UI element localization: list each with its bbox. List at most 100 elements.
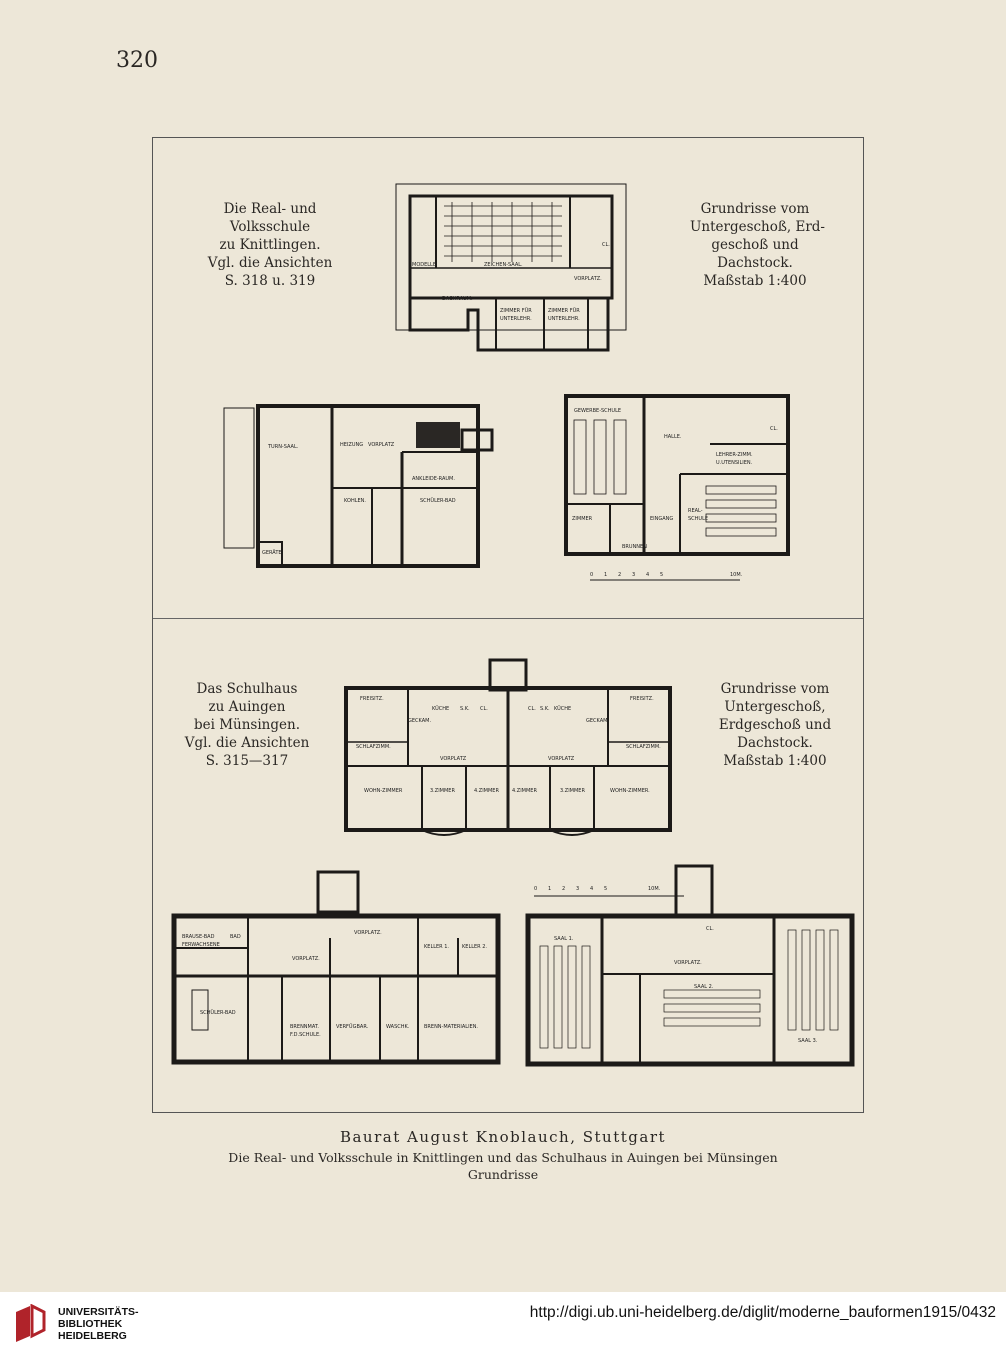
ground-label-gewerbeschule: GEWERBE-SCHULE	[574, 408, 621, 414]
svg-text:VORPLATZ: VORPLATZ	[548, 756, 575, 762]
svg-text:0: 0	[590, 572, 593, 578]
svg-text:1: 1	[548, 886, 551, 892]
svg-text:WOHN-ZIMMER.: WOHN-ZIMMER.	[610, 788, 650, 794]
svg-text:SCHLAFZIMM.: SCHLAFZIMM.	[356, 744, 391, 750]
svg-text:3: 3	[576, 886, 579, 892]
svg-text:VORPLATZ.: VORPLATZ.	[292, 956, 320, 962]
basement-label-kohlen: KOHLEN.	[344, 498, 366, 504]
basement-label-vorplatz: VORPLATZ	[368, 442, 395, 448]
knittlingen-attic-plan: MODELLE ZEICHEN-SAAL. VORPLATZ. DACHRAUM…	[395, 183, 627, 352]
ground-label-lehrerzimm: LEHRER-ZIMM.	[716, 452, 753, 458]
caption-subtitle2: Grundrisse	[467, 1167, 539, 1182]
svg-text:VORPLATZ: VORPLATZ	[440, 756, 467, 762]
svg-text:4: 4	[646, 572, 649, 578]
svg-text:FERWACHSENE: FERWACHSENE	[182, 942, 220, 948]
svg-text:4: 4	[590, 886, 593, 892]
svg-text:KELLER 2.: KELLER 2.	[462, 944, 487, 950]
caption-title: Baurat August Knoblauch, Stuttgart	[339, 1128, 667, 1146]
svg-text:GECKAM.: GECKAM.	[586, 718, 609, 724]
ground-label-brunnen: BRUNNEN	[622, 544, 647, 550]
svg-text:FREISITZ.: FREISITZ.	[360, 696, 384, 702]
attic-label-dachraum: DACHRAUM.	[442, 296, 473, 302]
svg-text:KÜCHE: KÜCHE	[554, 705, 571, 712]
ground-label-halle: HALLE.	[664, 434, 682, 440]
attic-label-vorplatz: VORPLATZ.	[574, 276, 602, 282]
svg-text:5: 5	[660, 572, 663, 578]
svg-text:SAAL 1.: SAAL 1.	[554, 936, 574, 942]
top-caption-right: Grundrisse vom Untergeschoß, Erd- gescho…	[690, 201, 825, 289]
attic-label-zimmer1a: ZIMMER FÜR	[500, 307, 532, 314]
svg-text:CL.: CL.	[480, 706, 488, 712]
ground-label-cl: CL.	[770, 426, 778, 432]
ground-label-utensilien: U.UTENSILIEN.	[716, 460, 753, 466]
basement-label-schuelerbad: SCHÜLER-BAD	[420, 497, 456, 504]
attic-label-modelle: MODELLE	[412, 262, 436, 268]
library-footer: UNIVERSITÄTS- BIBLIOTHEK HEIDELBERG http…	[0, 1292, 1006, 1364]
svg-text:S.K.: S.K.	[460, 706, 470, 712]
library-logo-text: UNIVERSITÄTS- BIBLIOTHEK HEIDELBERG	[58, 1306, 139, 1342]
svg-text:VORPLATZ.: VORPLATZ.	[354, 930, 382, 936]
svg-text:BRENNMAT.: BRENNMAT.	[290, 1024, 319, 1030]
plate-frame	[152, 137, 864, 1113]
svg-text:VERFÜGBAR.: VERFÜGBAR.	[336, 1023, 369, 1030]
svg-text:SCHÜLER-BAD: SCHÜLER-BAD	[200, 1009, 236, 1016]
attic-label-zeichensaal: ZEICHEN-SAAL.	[484, 262, 523, 268]
svg-text:2: 2	[562, 886, 565, 892]
bottom-scale-bar: 0 1 2 3 4 5 10M.	[534, 886, 684, 897]
svg-text:CL.: CL.	[706, 926, 714, 932]
svg-text:0: 0	[534, 886, 537, 892]
svg-text:F.D.SCHULE.: F.D.SCHULE.	[290, 1032, 321, 1038]
svg-text:FREISITZ.: FREISITZ.	[630, 696, 654, 702]
svg-text:3: 3	[632, 572, 635, 578]
svg-text:3.ZIMMER: 3.ZIMMER	[560, 788, 585, 794]
svg-text:WASCHK.: WASCHK.	[386, 1024, 410, 1030]
attic-label-zimmer2a: ZIMMER FÜR	[548, 307, 580, 314]
top-scale-bar: 0 1 2 3 4 5 10M.	[590, 572, 743, 581]
caption-subtitle: Die Real- und Volksschule in Knittlingen…	[228, 1150, 778, 1165]
basement-label-geraete: GERÄTE.	[262, 549, 284, 556]
svg-text:4.ZIMMER: 4.ZIMMER	[512, 788, 537, 794]
bottom-caption-right: Grundrisse vom Untergeschoß, Erdgeschoß …	[718, 681, 832, 769]
knittlingen-basement-plan: TURN-SAAL. HEIZUNG VORPLATZ ANKLEIDE-RAU…	[223, 404, 494, 568]
svg-text:10M.: 10M.	[730, 572, 743, 578]
bottom-caption-left: Das Schulhaus zu Auingen bei Münsingen. …	[184, 681, 310, 769]
svg-text:3.ZIMMER: 3.ZIMMER	[430, 788, 455, 794]
basement-label-turnsaal: TURN-SAAL.	[267, 444, 299, 450]
svg-text:KÜCHE: KÜCHE	[432, 705, 449, 712]
auingen-attic-plan: FREISITZ. KÜCHE S.K. CL. CL. S.K. KÜCHE …	[344, 658, 672, 836]
svg-text:CL.: CL.	[528, 706, 536, 712]
svg-text:4.ZIMMER: 4.ZIMMER	[474, 788, 499, 794]
source-url-link[interactable]: http://digi.ub.uni-heidelberg.de/diglit/…	[529, 1304, 996, 1321]
auingen-basement-plan: BRAUSE-BAD FERWACHSENE BAD VORPLATZ. VOR…	[171, 870, 501, 1065]
attic-label-cl: CL.	[602, 242, 610, 248]
svg-text:5: 5	[604, 886, 607, 892]
attic-label-zimmer1b: UNTERLEHR.	[500, 316, 532, 322]
svg-text:SAAL 3.: SAAL 3.	[798, 1038, 818, 1044]
auingen-ground-plan: 0 1 2 3 4 5 10M. SAAL 1. CL. VORPLATZ. S…	[525, 864, 855, 1067]
svg-text:VORPLATZ.: VORPLATZ.	[674, 960, 702, 966]
ground-label-real: REAL-	[688, 508, 703, 514]
basement-label-ankleide: ANKLEIDE-RAUM.	[412, 476, 455, 482]
library-logo-icon	[16, 1304, 46, 1342]
page-number: 320	[116, 48, 158, 73]
top-caption-left: Die Real- und Volksschule zu Knittlingen…	[207, 201, 333, 289]
svg-text:SCHLAFZIMM.: SCHLAFZIMM.	[626, 744, 661, 750]
ground-label-schule: SCHULE	[688, 516, 708, 522]
svg-text:GECKAM.: GECKAM.	[408, 718, 431, 724]
knittlingen-ground-plan: GEWERBE-SCHULE HALLE. LEHRER-ZIMM. U.UTE…	[564, 394, 790, 581]
svg-text:1: 1	[604, 572, 607, 578]
attic-label-zimmer2b: UNTERLEHR.	[548, 316, 580, 322]
svg-text:KELLER 1.: KELLER 1.	[424, 944, 449, 950]
plate-divider	[153, 618, 863, 619]
basement-label-heizung: HEIZUNG	[340, 442, 363, 448]
svg-text:BRAUSE-BAD: BRAUSE-BAD	[182, 934, 215, 940]
svg-text:SAAL 2.: SAAL 2.	[694, 984, 714, 990]
svg-text:S.K.: S.K.	[540, 706, 550, 712]
svg-text:2: 2	[618, 572, 621, 578]
svg-text:BAD: BAD	[230, 934, 241, 940]
ground-label-zimmer: ZIMMER	[572, 516, 593, 522]
svg-text:BRENN-MATERIALIEN.: BRENN-MATERIALIEN.	[424, 1024, 478, 1030]
svg-text:10M.: 10M.	[648, 886, 661, 892]
ground-label-eingang: EINGANG	[650, 516, 673, 522]
svg-text:WOHN-ZIMMER: WOHN-ZIMMER	[364, 788, 403, 794]
